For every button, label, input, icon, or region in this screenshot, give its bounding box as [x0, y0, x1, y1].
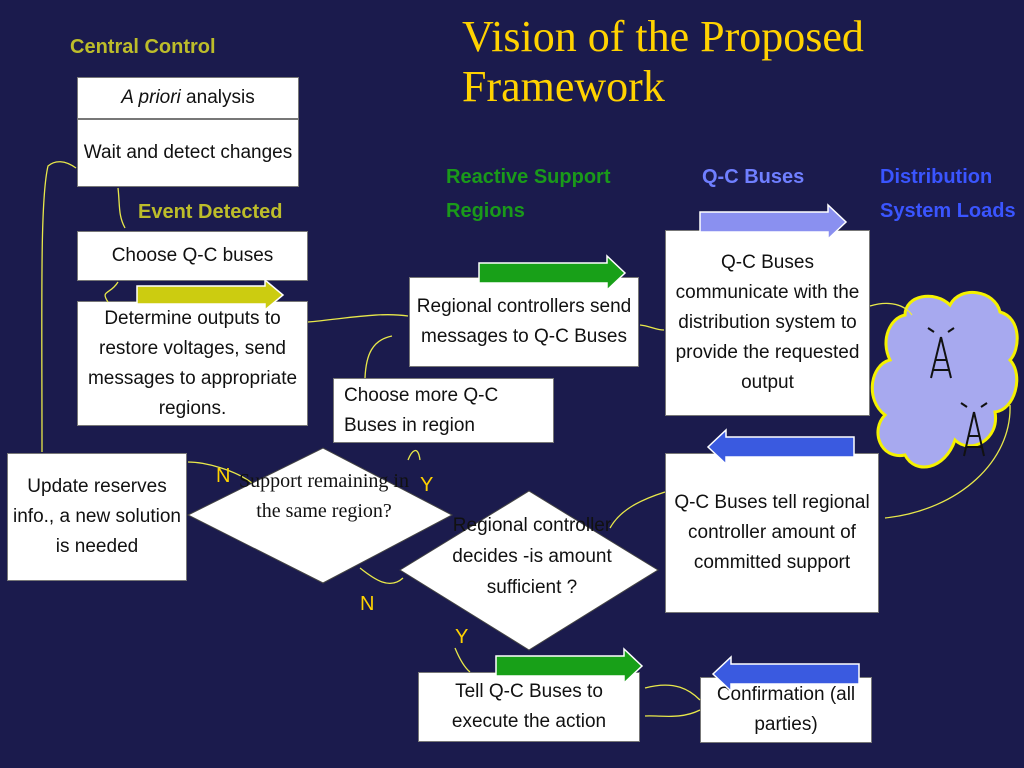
- qc-communicate-box: Q-C Buses communicate with the distribut…: [665, 230, 870, 416]
- event-detected-heading: Event Detected: [138, 201, 283, 223]
- choose-more-box: Choose more Q-C Buses in region: [333, 378, 554, 443]
- tower-icon-1: [927, 327, 955, 379]
- support-remaining-text: Support remaining in the same region?: [239, 470, 409, 522]
- branch-n-label-2: N: [360, 593, 375, 615]
- tell-execute-box: Tell Q-C Buses to execute the action: [418, 672, 640, 742]
- yellow-arrow-icon: [136, 278, 285, 312]
- blue-arrow-left-icon-2: [711, 655, 860, 693]
- choose-qc-box: Choose Q-C buses: [77, 231, 308, 281]
- distribution-loads-heading: Distribution System Loads: [880, 166, 1016, 222]
- qc-buses-heading: Q-C Buses: [702, 166, 805, 188]
- tower-icon-2: [960, 402, 988, 457]
- regional-controllers-box: Regional controllers send messages to Q-…: [409, 277, 639, 367]
- qc-tell-box: Q-C Buses tell regional controller amoun…: [665, 453, 879, 613]
- determine-outputs-box: Determine outputs to restore voltages, s…: [77, 301, 308, 426]
- green-arrow-icon-1: [478, 254, 627, 292]
- green-arrow-icon-2: [495, 647, 644, 685]
- support-remaining-diamond: [186, 447, 454, 584]
- branch-y-label-2: Y: [455, 626, 469, 648]
- blue-arrow-right-icon: [699, 203, 848, 241]
- a-priori-box: A priori analysis: [77, 77, 299, 119]
- regional-decides-text: Regional controller decides -is amount s…: [452, 515, 612, 598]
- blue-arrow-left-icon-1: [706, 428, 855, 466]
- central-control-heading: Central Control: [70, 36, 216, 58]
- a-priori-italic: A priori: [121, 87, 181, 108]
- update-reserves-box: Update reserves info., a new solution is…: [7, 453, 187, 581]
- branch-y-label-1: Y: [420, 474, 434, 496]
- connector-lines: [41, 161, 1011, 718]
- a-priori-rest: analysis: [180, 87, 255, 108]
- wait-detect-box: Wait and detect changes: [77, 119, 299, 187]
- distribution-cloud: [870, 290, 1019, 469]
- branch-n-label-1: N: [216, 465, 231, 487]
- reactive-support-heading: Reactive Support Regions: [446, 166, 611, 222]
- regional-decides-diamond: [399, 490, 659, 651]
- slide-title: Vision of the Proposed Framework: [462, 12, 864, 111]
